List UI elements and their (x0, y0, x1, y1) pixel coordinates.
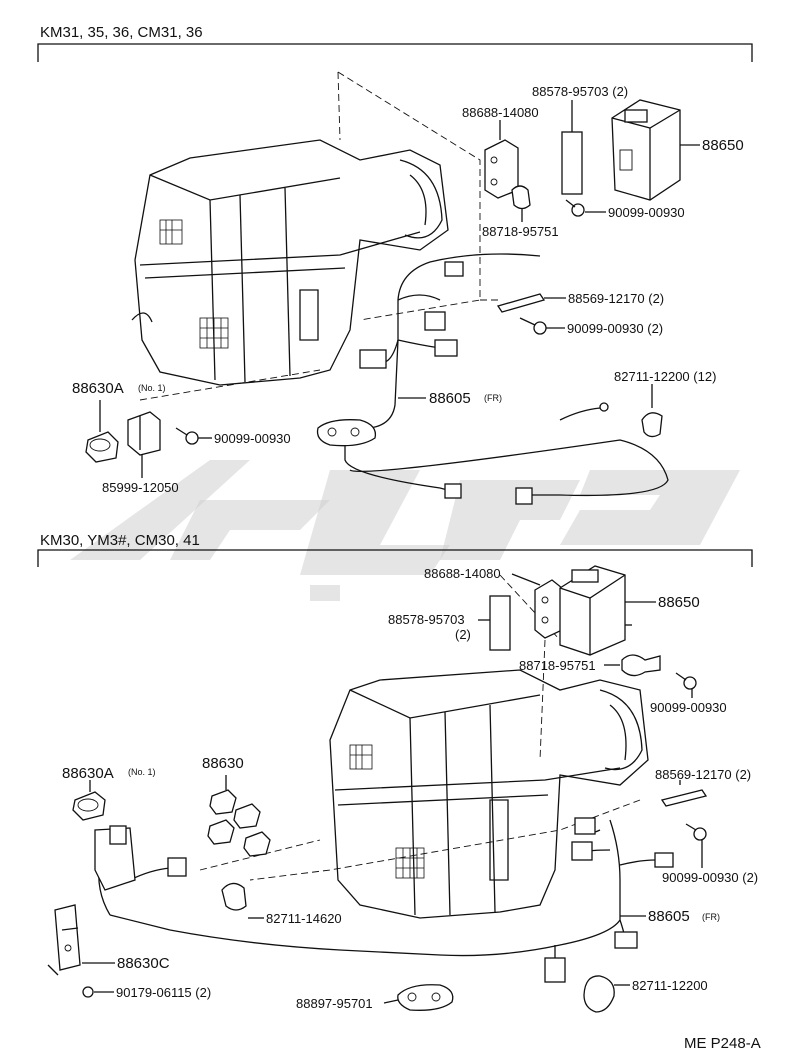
label-clip-b-bottom: 82711-12200 (632, 978, 708, 993)
label-screw-b-bottom: 90099-00930 (2) (662, 870, 758, 885)
screw-a-bottom (683, 676, 697, 690)
label-pad-qty-bottom: (2) (455, 627, 471, 642)
amplifier-top (611, 99, 681, 201)
label-pad-bottom: 88578-95703 (388, 612, 465, 627)
relays-bottom (207, 775, 271, 857)
bracket-bottom (534, 579, 563, 639)
label-screw-b-top: 90099-00930 (2) (567, 321, 663, 336)
label-amp-top: 88650 (702, 137, 744, 154)
pad-top (561, 131, 583, 195)
grommet-bottom (397, 984, 454, 1011)
bracket2-top (127, 411, 161, 478)
label-bracket2-top: 85999-12050 (102, 480, 179, 495)
plate-top (496, 293, 546, 313)
amplifier-bottom (559, 565, 632, 656)
label-clamp-top: 88718-95751 (482, 224, 559, 239)
section-bottom: KM30, YM3#, CM30, 41 (37, 532, 758, 1013)
clamp-bottom (621, 654, 661, 677)
section-bottom-header: KM30, YM3#, CM30, 41 (40, 532, 200, 549)
label-bracket-top: 88688-14080 (462, 105, 539, 120)
section-top: KM31, 35, 36, CM31, 36 (37, 24, 753, 505)
label-screw-c-top: 90099-00930 (214, 431, 291, 446)
watermark-logo (70, 460, 740, 601)
screw-b-top (533, 321, 547, 335)
label-harness-top: 88605 (429, 390, 471, 407)
page-code: ME P248-A (684, 1035, 761, 1052)
section-top-header: KM31, 35, 36, CM31, 36 (40, 24, 203, 41)
label-screw-a-bottom: 90099-00930 (650, 700, 727, 715)
harness-bottom (94, 817, 674, 983)
label-pad-top: 88578-95703 (2) (532, 84, 628, 99)
screw-c-top (185, 431, 199, 445)
label-sensor-bottom: 88630A (62, 765, 114, 782)
label-grommet-bottom: 88897-95701 (296, 996, 373, 1011)
holder-bottom (47, 904, 81, 976)
harness-top (316, 253, 669, 505)
label-clip-a-bottom: 82711-14620 (266, 911, 342, 926)
label-nut-bottom: 90179-06115 (2) (116, 985, 211, 1000)
sensor-bottom (72, 780, 106, 821)
ac-unit-bottom (329, 669, 649, 919)
label-sensor-note-bottom: (No. 1) (128, 767, 156, 777)
label-harness-note-bottom: (FR) (702, 912, 720, 922)
plate-bottom (660, 789, 708, 807)
screw-b-bottom (693, 827, 707, 841)
label-plate-top: 88569-12170 (2) (568, 291, 664, 306)
label-screw-a-top: 90099-00930 (608, 205, 685, 220)
clip-b-bottom (583, 975, 615, 1013)
pad-bottom (489, 595, 511, 651)
label-sensor-top: 88630A (72, 380, 124, 397)
label-harness-bottom: 88605 (648, 908, 690, 925)
label-relays-bottom: 88630 (202, 755, 244, 772)
sensor-top (85, 400, 119, 463)
label-harness-note-top: (FR) (484, 393, 502, 403)
label-bracket-bottom: 88688-14080 (424, 566, 501, 581)
label-holder-bottom: 88630C (117, 955, 170, 972)
label-sensor-note-top: (No. 1) (138, 383, 166, 393)
section-bottom-frame (37, 549, 753, 567)
bracket-top (484, 120, 519, 199)
nut-bottom (82, 986, 94, 998)
label-plate-bottom: 88569-12170 (2) (655, 767, 751, 782)
clamp-top (511, 185, 531, 210)
label-clamp-bottom: 88718-95751 (519, 658, 596, 673)
label-clip-top: 82711-12200 (12) (614, 369, 716, 384)
section-top-frame (37, 43, 753, 62)
label-amp-bottom: 88650 (658, 594, 700, 611)
clip-top (641, 412, 663, 438)
ac-unit-top (131, 139, 449, 386)
clip-a-bottom (221, 882, 264, 919)
